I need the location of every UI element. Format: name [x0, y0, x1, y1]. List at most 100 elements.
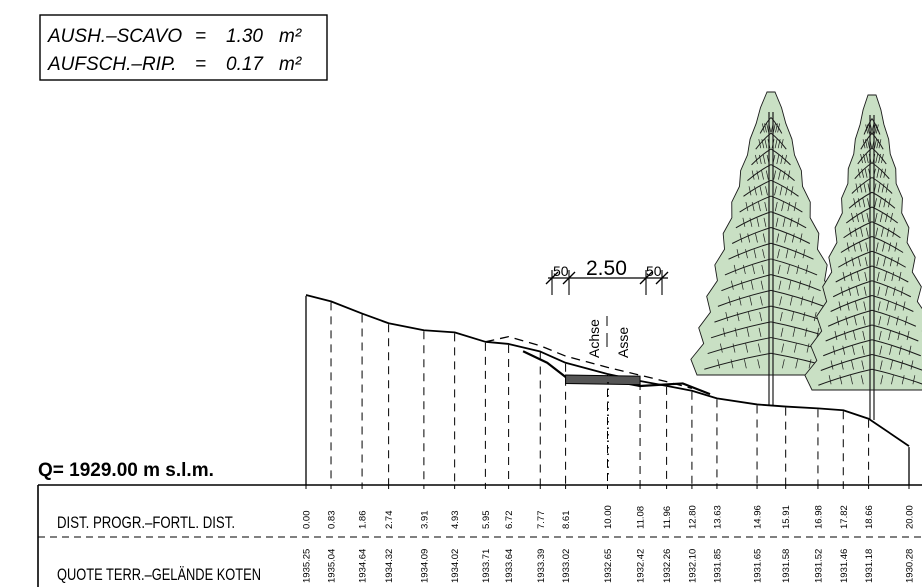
tree-needle [879, 360, 883, 370]
tree-needle [851, 360, 854, 370]
shoulder-right-dim: 50 [646, 263, 662, 279]
tree-needle [775, 123, 778, 133]
elevation-value: 1934.64 [358, 549, 369, 583]
tree-needle [808, 280, 812, 290]
tree-branch [704, 352, 772, 370]
tree-needle [745, 249, 748, 259]
tree-branch [871, 354, 922, 371]
tree-branch [724, 258, 772, 276]
tree-needle [750, 280, 754, 290]
tree-needle [855, 301, 858, 311]
tree-branch [871, 250, 906, 268]
tree-branch [871, 132, 884, 150]
dimension-tick [562, 271, 576, 285]
tree-needle [788, 280, 792, 290]
tree-needle [739, 233, 743, 243]
tree-needle [889, 345, 892, 355]
tree-branch [823, 339, 873, 357]
tree-needle [862, 198, 866, 208]
tree-needle [836, 316, 840, 326]
tree-needle [867, 198, 870, 208]
tree-needle [791, 312, 794, 322]
tree-needle [854, 316, 857, 326]
tree-needle [876, 257, 880, 267]
tree-needle [887, 316, 890, 326]
tree-needle [844, 257, 848, 267]
tree-needle [774, 201, 778, 212]
tree-needle [758, 154, 762, 164]
tree-needle [832, 345, 836, 355]
tree-needle [748, 312, 751, 322]
tree-needle [774, 186, 777, 196]
tree-needle [877, 286, 881, 296]
distance-value: 11.96 [662, 506, 673, 529]
tree-branch [871, 309, 917, 327]
elevation-value: 1931.18 [864, 549, 875, 583]
elevation-value: 1931.65 [753, 549, 764, 583]
tree-needle [875, 227, 879, 237]
tree-needle [862, 139, 866, 149]
distance-value: 0.00 [302, 511, 313, 530]
elevation-value: 1931.46 [839, 549, 850, 583]
tree-needle [862, 316, 866, 326]
tree-needle [793, 201, 797, 212]
tree-needle [760, 280, 764, 290]
tree-needle [882, 242, 885, 252]
tree-needle [866, 212, 870, 223]
tree-needle [889, 257, 893, 267]
path-width-dim: 2.50 [586, 257, 627, 280]
distance-value: 12.80 [687, 505, 698, 529]
tree-needle [879, 212, 883, 223]
tree-needle [792, 327, 796, 337]
tree-needle [828, 375, 832, 385]
distance-value: 10.00 [603, 505, 614, 529]
tree-branch [820, 354, 873, 371]
tree-needle [763, 217, 767, 227]
tree-branch [770, 195, 803, 213]
tree-needle [795, 359, 799, 369]
tree-needle [780, 327, 784, 337]
elevation-value: 1931.85 [712, 549, 723, 583]
tree-needle [860, 375, 864, 385]
tree-crown [804, 94, 922, 391]
tree-needle [764, 139, 768, 149]
tree-branch [770, 289, 825, 307]
tree-needle [762, 233, 766, 243]
tree-needle [734, 327, 738, 337]
tree-branch [827, 309, 873, 327]
tree-branch [871, 118, 881, 135]
tree-needle [755, 233, 758, 243]
tree-needle [805, 264, 809, 275]
excavation-eq: = [195, 26, 206, 47]
tree-needle [743, 359, 747, 369]
tree-needle [883, 257, 886, 267]
tree-branch [739, 195, 772, 213]
elevation-value: 1931.52 [813, 549, 824, 583]
tree-branch [871, 368, 922, 385]
tree-needle [794, 249, 797, 259]
elevation-value: 1934.09 [419, 549, 430, 583]
tree-needle [878, 198, 882, 208]
tree-needle [902, 301, 906, 311]
tree-needle [880, 375, 884, 385]
tree-needle [863, 153, 866, 164]
tree-needle [853, 242, 856, 252]
tree-needle [871, 124, 874, 134]
tree-needle [874, 124, 878, 134]
tree-needle [773, 170, 777, 180]
tree-needle [779, 312, 783, 322]
tree-branch [860, 132, 873, 150]
tree-needle [777, 123, 780, 133]
tree-needle [891, 375, 894, 385]
tree-needle [842, 345, 846, 355]
tree-needle [881, 153, 884, 164]
tree-needle [904, 316, 908, 326]
tree-needle [848, 286, 852, 296]
tree-needle [875, 242, 879, 252]
tree-branch [830, 295, 873, 312]
tree-needle [736, 312, 740, 322]
tree-needle [895, 316, 899, 326]
tree-branch [832, 280, 873, 298]
tree-needle [846, 242, 850, 252]
